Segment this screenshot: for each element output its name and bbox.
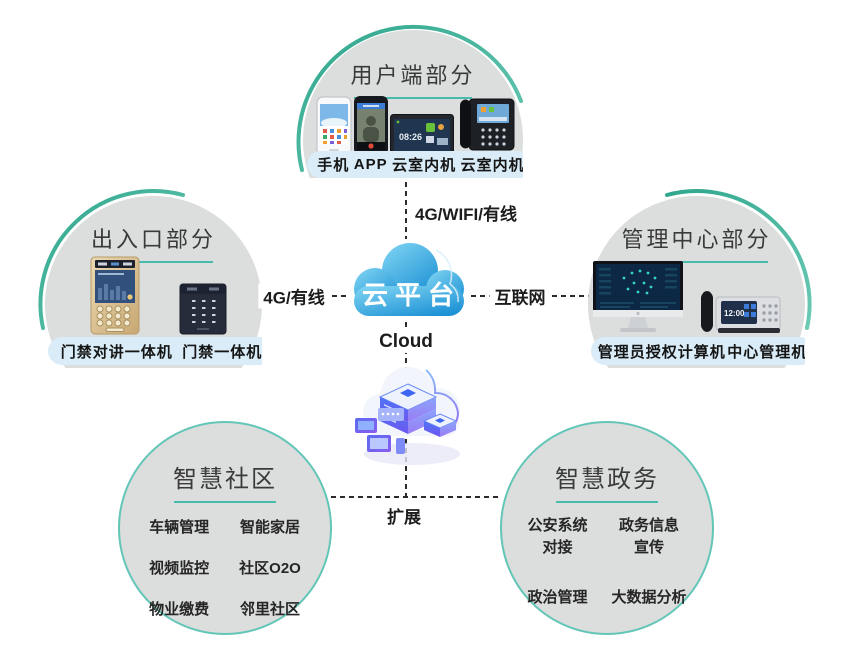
admin-computer-icon (593, 261, 683, 332)
device-label-indoor-phone: 云室内机 (460, 157, 523, 174)
management-device-labels-pill: 管理员授权计算机 中心管理机 (591, 337, 805, 365)
link-label-user: 4G/WIFI/有线 (415, 205, 517, 224)
entrance-device-labels-pill: 门禁对讲一体机 门禁一体机 (48, 337, 262, 365)
center-management-phone-icon: 12:00 (701, 291, 781, 333)
access-intercom-icon (90, 256, 140, 335)
section-management-center: 管理中心部分 (588, 196, 805, 368)
community-item: 邻里社区 (239, 600, 300, 618)
cloud-icon (354, 243, 464, 316)
app-phone-icon (354, 96, 388, 155)
community-items: 车辆管理 智能家居 视频监控 社区O2O 物业缴费 邻里社区 (149, 517, 301, 620)
management-section-title: 管理中心部分 (588, 222, 805, 263)
expansion-circle-community: 智慧社区 车辆管理 智能家居 视频监控 社区O2O 物业缴费 邻里社区 (118, 421, 332, 635)
entrance-section-title-text: 出入口部分 (90, 227, 216, 252)
community-item: 车辆管理 (149, 519, 210, 536)
device-label-center-phone: 中心管理机 (727, 343, 805, 361)
government-title-text: 智慧政务 (555, 466, 659, 493)
community-title: 智慧社区 (173, 459, 277, 503)
entrance-section-title: 出入口部分 (45, 222, 262, 263)
link-label-entrance: 4G/有线 (258, 283, 330, 309)
expansion-label: 扩展 (387, 508, 421, 527)
community-title-text: 智慧社区 (173, 466, 277, 493)
device-label-app: APP (353, 156, 388, 173)
expansion-circle-government: 智慧政务 公安系统 对接 政务信息 宣传 政治管理 大数据分析 (500, 421, 714, 635)
device-label-indoor-panel: 云室内机 (392, 157, 457, 174)
entrance-title-underline (94, 261, 213, 263)
user-title-underline (354, 97, 472, 99)
community-item: 视频监控 (149, 559, 210, 577)
government-item: 公安系统 对接 (527, 517, 588, 556)
cloud-platform-label: 云平台 (361, 280, 461, 310)
arc-management-dome (665, 189, 812, 330)
government-items: 公安系统 对接 政务信息 宣传 政治管理 大数据分析 (527, 515, 686, 608)
arc-entrance-dome (38, 189, 185, 330)
smartphone-icon (316, 96, 352, 156)
section-user-terminal: 用户端部分 (303, 30, 523, 178)
panel-clock-text: 08:26 (399, 132, 422, 142)
government-item: 政治管理 (527, 588, 588, 606)
community-item: 智能家居 (239, 519, 300, 536)
community-item: 社区O2O (239, 559, 301, 577)
cloud-indoor-panel-icon: 08:26 (390, 114, 454, 156)
management-title-underline (625, 261, 768, 263)
device-label-access-intercom: 门禁对讲一体机 (60, 343, 173, 361)
device-label-mobile: 手机 (317, 157, 350, 174)
phone-clock-text: 12:00 (724, 309, 745, 318)
access-keypad-icon (179, 283, 227, 335)
device-label-admin-computer: 管理员授权计算机 (597, 343, 726, 361)
government-title-underline (556, 501, 658, 503)
cloud-platform: 云平台 (338, 238, 478, 324)
community-title-underline (174, 501, 276, 503)
cloud-server-illustration (350, 352, 468, 470)
community-item: 物业缴费 (149, 600, 210, 618)
link-label-management: 互联网 (489, 283, 551, 309)
user-section-title-text: 用户端部分 (350, 63, 476, 88)
cloud-indoor-deskphone-icon (460, 98, 515, 151)
government-item: 政务信息 宣传 (619, 517, 680, 556)
device-label-access-keypad: 门禁一体机 (182, 343, 262, 361)
arc-user-dome (296, 24, 523, 172)
section-entrance: 出入口部分 (45, 196, 262, 368)
government-title: 智慧政务 (555, 459, 659, 503)
government-item: 大数据分析 (611, 588, 687, 606)
cloud-caption: Cloud (374, 331, 438, 353)
user-section-title: 用户端部分 (303, 58, 523, 99)
user-device-labels-pill: 手机 APP 云室内机 云室内机 (307, 151, 523, 178)
management-section-title-text: 管理中心部分 (621, 227, 772, 252)
